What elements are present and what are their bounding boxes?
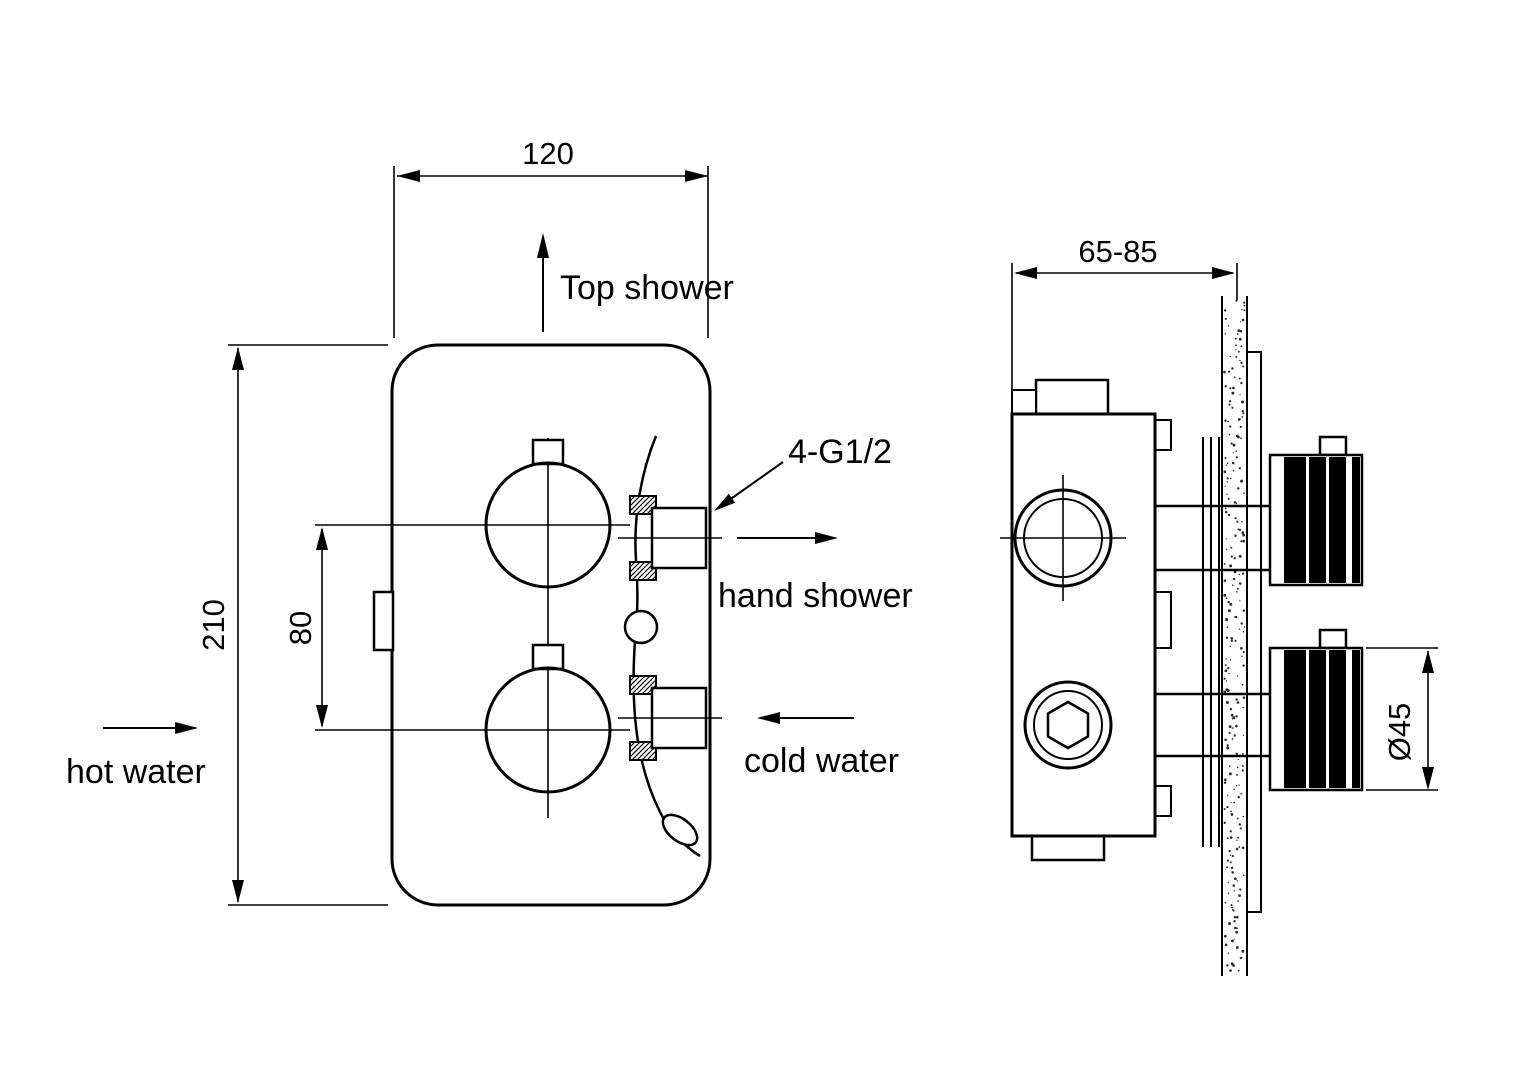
hand-shower-port: hand shower [718,532,913,615]
cold-water-port: cold water [744,712,899,780]
arrowhead-icon [757,712,780,724]
arrowhead-icon [316,527,328,550]
cold-water-label: cold water [744,742,899,780]
handle-top-front [484,438,612,589]
arrowhead-icon [537,233,549,258]
arrowhead-icon [232,347,244,370]
cartridge-top [1013,488,1113,588]
body-side-tab [372,590,395,652]
hot-water-port: hot water [66,722,206,791]
arrowhead-icon [685,170,708,182]
thread-callout: 4-G1/2 [714,433,892,511]
valve-body-side [1000,378,1172,862]
handle-bottom-front [484,643,612,794]
section-cutaway [623,435,701,858]
hand-shower-label: hand shower [718,577,913,615]
wall-hatch-texture [1223,299,1246,972]
arrowhead-icon [1422,767,1434,790]
top-shower-label: Top shower [560,269,734,307]
valve-stems [1155,504,1272,758]
dim-width-120: 120 [393,136,709,338]
arrowhead-icon [1422,650,1434,673]
handle-bottom-side [1268,628,1364,792]
outlet-fitting-bottom [618,675,722,761]
dim-spacing-label: 80 [283,611,318,645]
handle-top-side [1268,435,1364,587]
dim-depth-65-85: 65-85 [1011,234,1238,410]
mounting-plate [1246,351,1262,913]
outlet-fitting-top [618,495,722,581]
hex-fitting-bottom [1023,680,1113,770]
wall-section [1221,296,1262,976]
arrowhead-icon [397,170,420,182]
side-view: 65-85 [1000,234,1438,976]
hex-socket-icon [1046,700,1090,750]
dim-diameter-45: Ø45 [1366,647,1438,791]
arrowhead-icon [1014,267,1037,279]
dim-depth-label: 65-85 [1078,234,1157,269]
hot-water-label: hot water [66,753,206,791]
arrowhead-icon [1212,267,1235,279]
arrowhead-icon [175,722,198,734]
arrowhead-icon [316,705,328,728]
front-view: 120 Top shower 210 [66,136,913,907]
arrowhead-icon [232,880,244,903]
top-shower-port: Top shower [537,233,734,332]
arrowhead-icon [714,493,736,511]
dim-diameter-label: Ø45 [1382,703,1417,762]
centerlines [315,438,630,818]
dim-width-label: 120 [522,136,574,171]
dim-spacing-80: 80 [283,527,328,728]
thread-label: 4-G1/2 [788,433,892,471]
arrowhead-icon [815,532,838,544]
trim-plate [1202,437,1220,847]
dim-height-label: 210 [196,599,231,651]
dim-height-210: 210 [196,344,388,906]
